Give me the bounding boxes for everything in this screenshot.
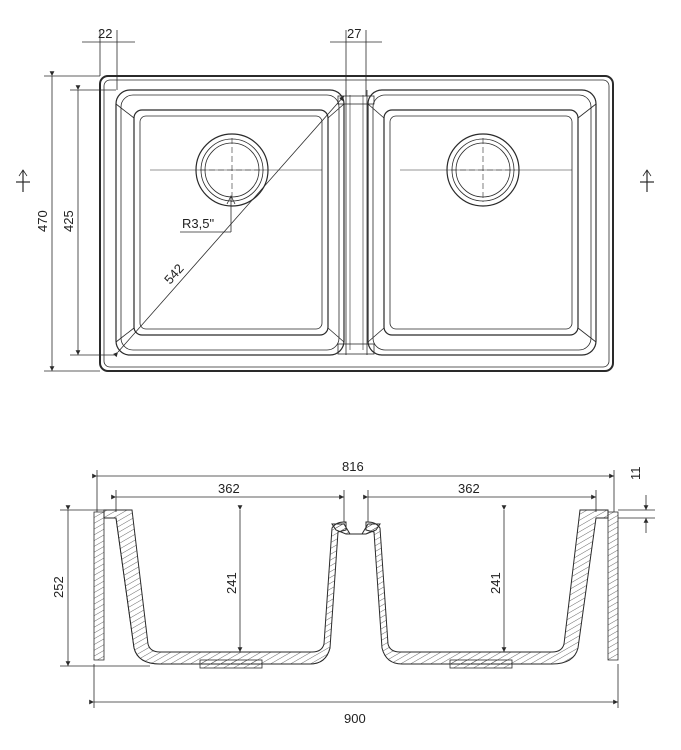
dim-divider-width: 27 [330, 26, 382, 96]
section-view: 816 362 362 11 252 [51, 459, 655, 726]
bowl-divider [337, 90, 375, 355]
dim-radius-label: R3,5" [182, 216, 214, 231]
dim-right-bowl-width-label: 362 [458, 481, 480, 496]
dim-left-depth-label: 241 [224, 572, 239, 594]
right-bowl-top [367, 89, 597, 356]
section-marker-right [640, 169, 654, 192]
right-drain-section [449, 659, 513, 669]
dim-overall-inner: 816 [92, 459, 615, 512]
countertop-left-hatch [93, 511, 105, 661]
right-bowl-section [365, 509, 609, 665]
dim-edge-offset: 22 [82, 26, 135, 90]
dim-overall-width: 900 [89, 664, 619, 726]
dim-right-bowl-width: 362 [363, 481, 597, 522]
dim-left-depth: 241 [224, 505, 243, 652]
dim-rim: 11 [618, 467, 655, 533]
top-view: 22 27 470 425 R3,5" [16, 26, 654, 372]
dim-rim-label: 11 [628, 467, 643, 481]
dim-left-bowl-width: 362 [111, 481, 345, 522]
countertop-right-hatch [607, 511, 619, 661]
dim-radius: R3,5" [180, 195, 236, 233]
dim-bowl-height-label: 425 [61, 210, 76, 232]
left-drain-section [199, 659, 263, 669]
dim-divider-label: 27 [347, 26, 361, 41]
dim-height: 252 [51, 505, 150, 667]
section-marker-left [16, 169, 30, 192]
dim-diagonal-label: 542 [161, 261, 187, 287]
dim-edge-offset-label: 22 [98, 26, 112, 41]
dim-bowl-height: 425 [61, 85, 116, 356]
dim-total-height: 470 [35, 71, 100, 372]
right-drain-icon [446, 133, 520, 207]
dim-right-depth-label: 241 [488, 572, 503, 594]
dim-overall-width-label: 900 [344, 711, 366, 726]
dim-overall-inner-label: 816 [342, 459, 364, 474]
sink-outer-rim [99, 75, 614, 372]
dim-height-label: 252 [51, 576, 66, 598]
dim-left-bowl-width-label: 362 [218, 481, 240, 496]
sink-inner-rim [103, 79, 610, 368]
dim-total-height-label: 470 [35, 210, 50, 232]
dim-right-depth: 241 [488, 505, 507, 652]
